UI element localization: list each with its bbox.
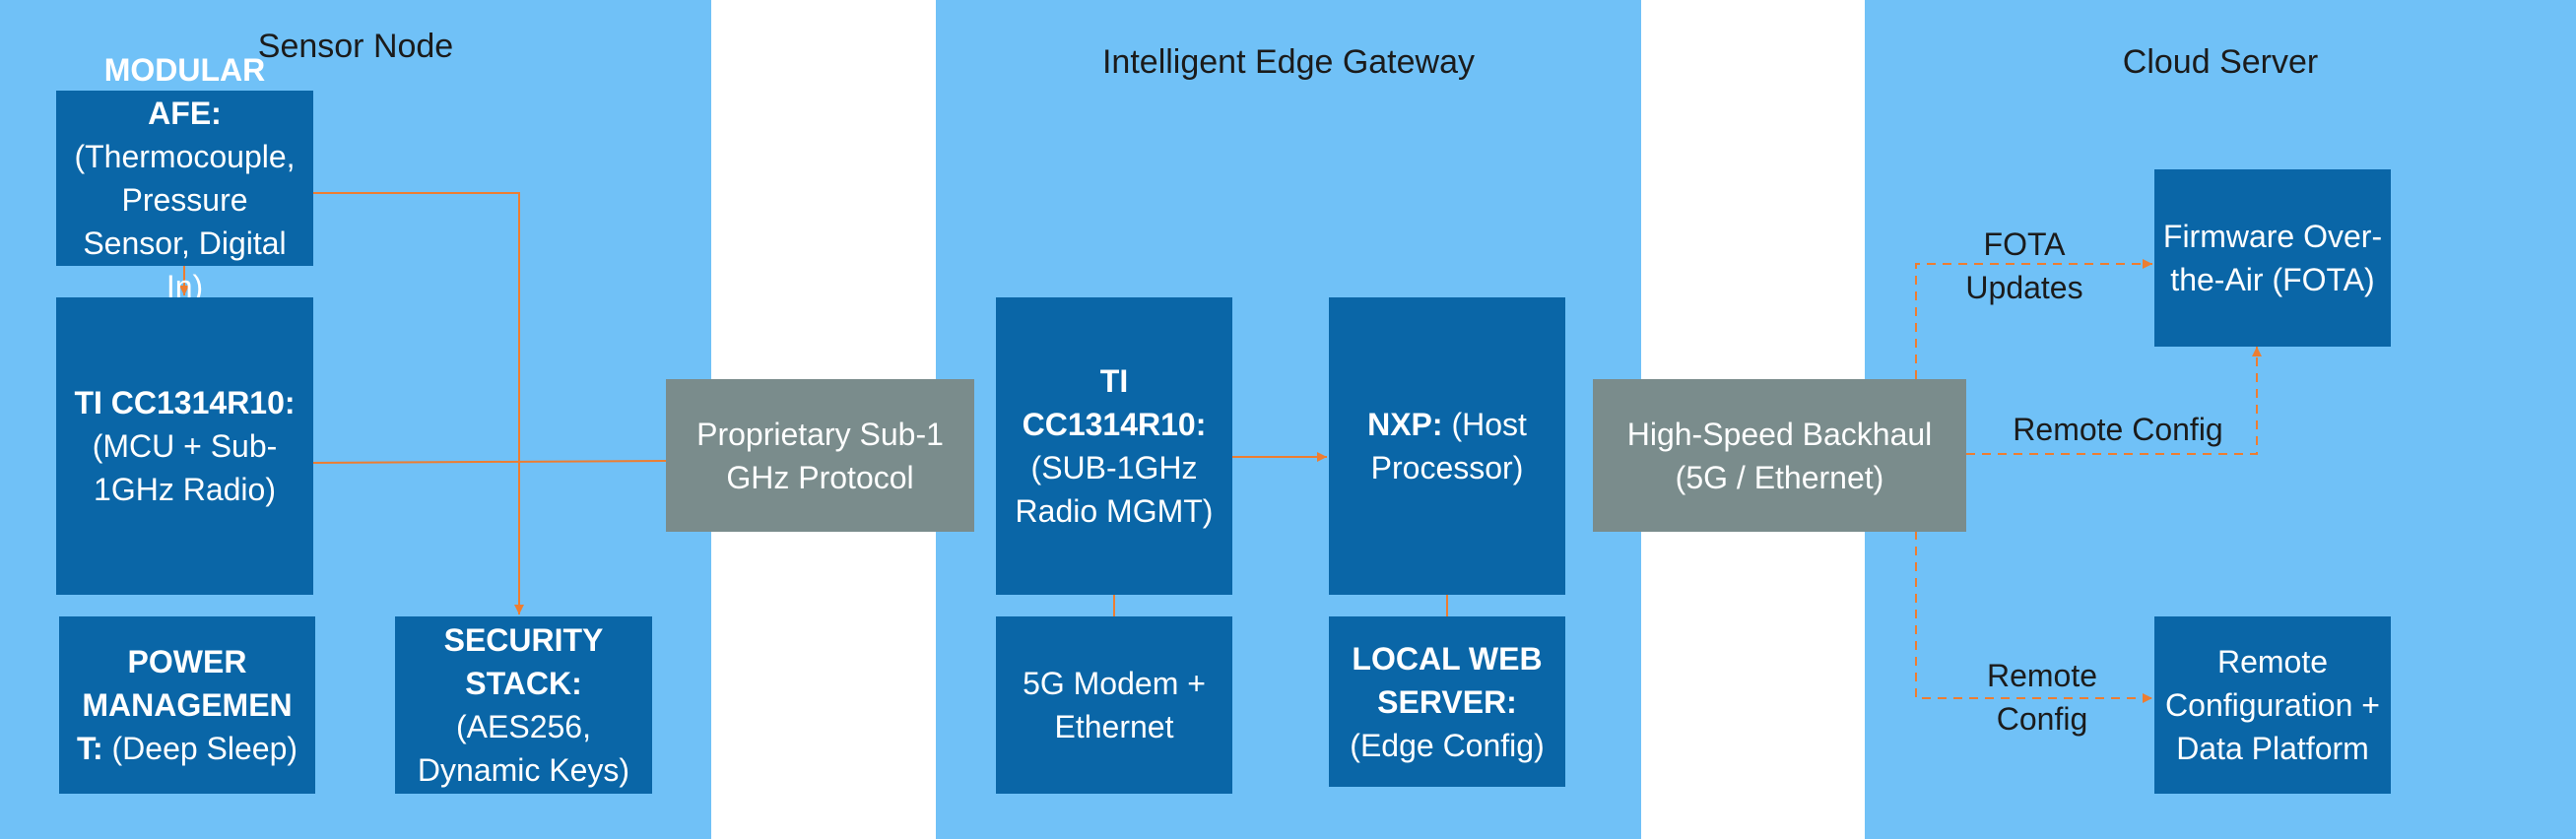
- edge-gateway-title: Intelligent Edge Gateway: [1101, 43, 1476, 81]
- webserver-body: (Edge Config): [1350, 727, 1545, 763]
- nxp-box: NXP: (Host Processor): [1329, 297, 1565, 595]
- power-management-box: POWER MANAGEMEN T: (Deep Sleep): [59, 616, 315, 794]
- webserver-title: LOCAL WEB SERVER:: [1352, 640, 1543, 720]
- afe-body: (Thermocouple, Pressure Sensor, Digital …: [74, 139, 296, 304]
- sensor-node-title: Sensor Node: [257, 28, 454, 65]
- backhaul-box: High-Speed Backhaul (5G / Ethernet): [1593, 379, 1966, 532]
- fota-label: Firmware Over-the-Air (FOTA): [2162, 219, 2383, 297]
- security-title: SECURITY STACK:: [443, 622, 604, 701]
- gw-radio-title: TI CC1314R10:: [1022, 363, 1207, 442]
- web-server-box: LOCAL WEB SERVER: (Edge Config): [1329, 616, 1565, 787]
- sub1ghz-protocol-box: Proprietary Sub-1 GHz Protocol: [666, 379, 974, 532]
- protocol-label: Proprietary Sub-1 GHz Protocol: [696, 416, 944, 495]
- modular-afe-box: MODULAR AFE: (Thermocouple, Pressure Sens…: [56, 52, 313, 304]
- nxp-title: NXP:: [1367, 407, 1443, 442]
- gateway-radio-box: TI CC1314R10: (SUB-1GHz Radio MGMT): [996, 297, 1232, 595]
- backhaul-label: High-Speed Backhaul (5G / Ethernet): [1626, 416, 1933, 495]
- remote-config-label-2: Remote Config: [1986, 658, 2098, 737]
- modem-box: 5G Modem + Ethernet: [996, 616, 1232, 794]
- nxp-body: (Host Processor): [1370, 407, 1527, 485]
- modem-label: 5G Modem + Ethernet: [1023, 666, 1206, 744]
- fota-box: Firmware Over-the-Air (FOTA): [2154, 169, 2391, 347]
- remote-platform-box: Remote Configuration + Data Platform: [2154, 616, 2391, 794]
- power-body: (Deep Sleep): [111, 731, 298, 766]
- security-stack-box: SECURITY STACK: (AES256, Dynamic Keys): [395, 616, 652, 794]
- power-title: POWER MANAGEMEN T:: [76, 644, 293, 766]
- remote-platform-label: Remote Configuration + Data Platform: [2165, 644, 2380, 766]
- afe-title: MODULAR AFE:: [103, 52, 266, 131]
- remote-config-label-1: Remote Config: [2013, 412, 2223, 447]
- mcu-box: TI CC1314R10: (MCU + Sub-1GHz Radio): [56, 297, 313, 595]
- gw-radio-body: (SUB-1GHz Radio MGMT): [1015, 450, 1214, 529]
- fota-updates-label: FOTA Updates: [1965, 226, 2083, 305]
- security-body: (AES256, Dynamic Keys): [417, 709, 630, 788]
- mcu-body: (MCU + Sub-1GHz Radio): [92, 428, 278, 507]
- mcu-title: TI CC1314R10:: [74, 385, 296, 420]
- cloud-server-title: Cloud Server: [2122, 43, 2319, 81]
